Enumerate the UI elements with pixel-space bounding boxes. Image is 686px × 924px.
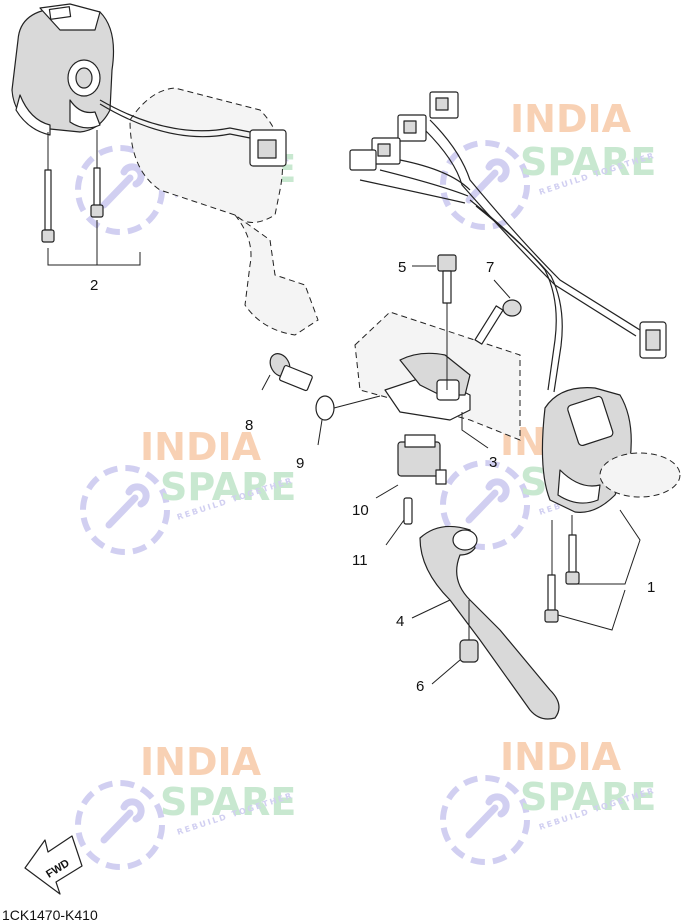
- callout-labels: 1 2 3 4 5 6 7 8 9 10 11: [90, 259, 655, 695]
- callout-4: 4: [396, 613, 404, 630]
- callout-6: 6: [416, 678, 424, 695]
- callout-8: 8: [245, 417, 253, 434]
- callout-5: 5: [398, 259, 406, 276]
- callout-11: 11: [352, 552, 368, 569]
- callout-10: 10: [352, 502, 369, 519]
- callout-2: 2: [90, 277, 98, 294]
- left-handlebar-switch: [11, 3, 115, 136]
- watermark-word-2: SPARE: [160, 465, 296, 509]
- collar-6: [431, 600, 479, 685]
- watermark-word-1: INDIA: [500, 735, 622, 779]
- watermark-word-2: SPARE: [160, 780, 296, 824]
- watermark-word-1: INDIA: [140, 740, 262, 784]
- watermark-bottom-left: INDIA SPARE REBUILD TOGETHER: [75, 740, 296, 870]
- watermark-word-2: SPARE: [520, 140, 656, 184]
- diagram-code: 1CK1470-K410: [2, 907, 98, 923]
- watermark-word-1: INDIA: [510, 97, 632, 141]
- callout-9: 9: [296, 455, 304, 472]
- fwd-arrow-icon: FWD: [24, 835, 83, 895]
- bolt-7: [474, 279, 522, 345]
- lever-4: [411, 525, 560, 720]
- watermark-bottom-right: INDIA SPARE REBUILD TOGETHER: [440, 735, 656, 865]
- watermark-top-right: INDIA SPARE REBUILD TOGETHER: [440, 97, 656, 230]
- watermark-middle-left: INDIA SPARE REBUILD TOGETHER: [80, 425, 296, 555]
- left-grip: [129, 87, 319, 336]
- left-wire-harness: [99, 99, 287, 167]
- left-switch-screws: [41, 130, 141, 266]
- lever-holder: [354, 311, 521, 449]
- adjuster-8: [261, 353, 313, 392]
- screw-11: [385, 497, 413, 546]
- right-handlebar-switch: [541, 387, 681, 513]
- callout-7: 7: [486, 259, 494, 276]
- callout-1: 1: [647, 579, 655, 596]
- bolt-5: [412, 254, 457, 390]
- clutch-switch-10: [375, 434, 447, 499]
- watermark-word-1: INDIA: [140, 425, 262, 469]
- callout-3: 3: [489, 454, 497, 471]
- watermark-word-2: SPARE: [520, 775, 656, 819]
- right-switch-screws: [544, 509, 641, 631]
- nut-9: [315, 395, 381, 446]
- right-wire-harness: [349, 91, 667, 393]
